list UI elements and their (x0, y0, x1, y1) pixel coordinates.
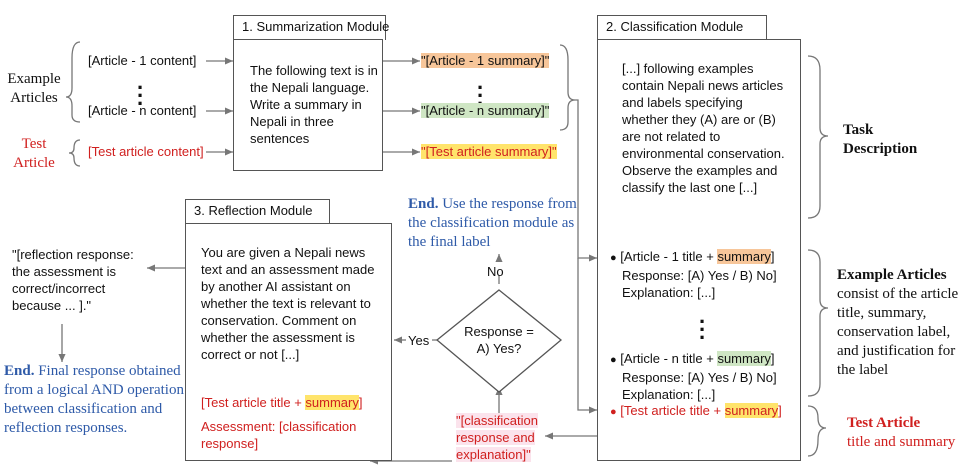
article-1-content: [Article - 1 content] (88, 53, 197, 68)
summarization-module-box: The following text is in the Nepali lang… (233, 39, 383, 171)
test-article-description: Test Article title and summary (847, 415, 956, 450)
summary-ellipsis: ... (477, 69, 484, 110)
summarization-module-title: 1. Summarization Module (233, 15, 389, 40)
reflection-assessment: Assessment: [classification response] (201, 419, 357, 451)
summary-1-output: "[Article - 1 summary]" (421, 53, 550, 68)
test-summary-output: "[Test article summary]" (421, 144, 557, 159)
classification-module-title: 2. Classification Module (597, 15, 767, 40)
task-description-label: Task Description (843, 122, 918, 157)
test-article-content: [Test article content] (88, 144, 204, 159)
task-description-text: [...] following examples contain Nepali … (622, 61, 785, 195)
test-article-entry: ● [Test article title + summary] (610, 403, 782, 418)
brace-example-articles-right (807, 249, 829, 397)
decision-question: Response = A) Yes? (464, 324, 534, 356)
end-use-classification-note: End. Use the response from the classific… (408, 196, 577, 250)
summary-n-output: "[Article - n summary]" (421, 103, 550, 118)
yes-label: Yes (408, 333, 430, 348)
reflection-module-box: You are given a Nepali news text and an … (185, 223, 392, 461)
no-label: No (487, 264, 504, 279)
example-articles-description: Example Articles consist of the article … (837, 267, 959, 378)
reflection-module-title: 3. Reflection Module (185, 199, 330, 224)
example-article-n: ● [Article - n title + summary] Response… (610, 351, 777, 402)
brace-task-description (807, 55, 829, 219)
example-articles-label: Example Articles (7, 71, 61, 106)
classification-module-box: [...] following examples contain Nepali … (597, 39, 801, 461)
example-ellipsis: ... (699, 303, 706, 344)
reflection-prompt: You are given a Nepali news text and an … (201, 245, 375, 362)
reflection-response: "[reflection response: the assessment is… (12, 247, 134, 313)
brace-test-article-right (807, 405, 827, 457)
brace-example-articles (65, 41, 81, 123)
classification-response-output: "[classification response and explanatio… (456, 413, 538, 462)
reflection-test-article: [Test article title + summary] (201, 395, 363, 410)
decision-diamond (435, 289, 563, 393)
article-n-content: [Article - n content] (88, 103, 197, 118)
ellipsis-dots: ... (137, 69, 144, 110)
test-article-label: Test Article (13, 136, 55, 171)
brace-summaries (559, 44, 576, 131)
final-end-note: End. Final response obtained from a logi… (4, 363, 184, 436)
example-article-1: ● [Article - 1 title + summary] Response… (610, 249, 777, 300)
summarization-prompt: The following text is in the Nepali lang… (250, 63, 378, 146)
brace-test-article (68, 139, 81, 167)
